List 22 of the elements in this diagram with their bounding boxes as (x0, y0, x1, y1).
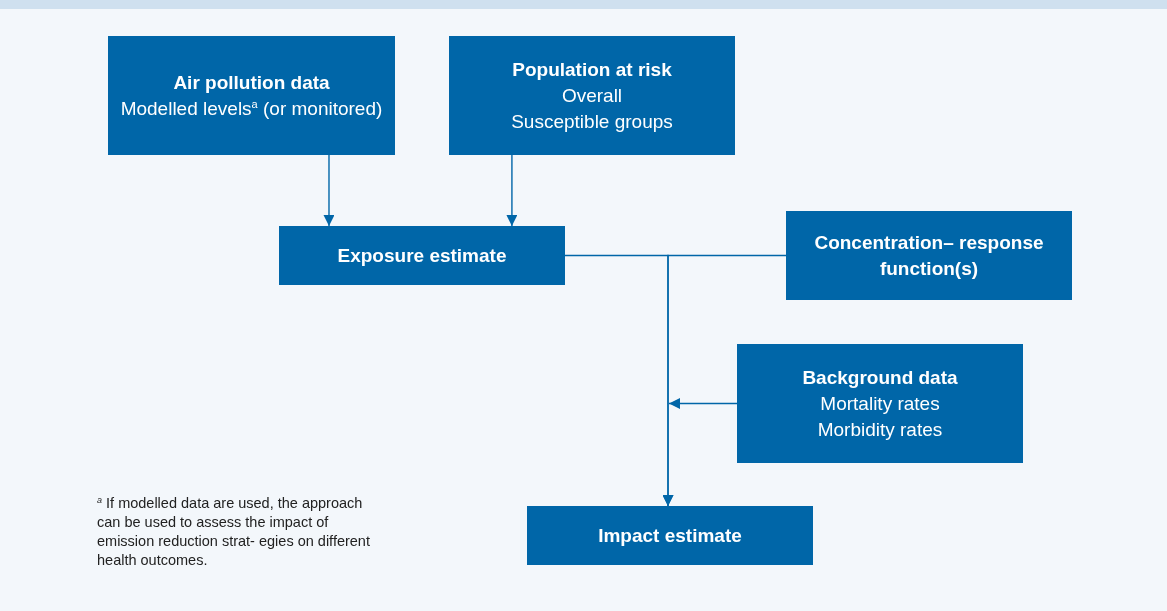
box-text: Overall (561, 83, 623, 108)
process-box (449, 36, 735, 155)
arrow (323, 154, 335, 227)
box-heading: Air pollution data (173, 70, 330, 95)
box-heading: Concentration– response function(s) (813, 230, 1045, 281)
box-heading: Background data (802, 365, 958, 390)
arrow (506, 154, 518, 227)
process-box (527, 506, 813, 565)
process-box (279, 226, 565, 285)
box-text: Morbidity rates (817, 417, 943, 442)
box-text: Susceptible groups (511, 109, 673, 134)
process-box (786, 211, 1072, 300)
box-text: Modelled levels$^{a}$ (or monitored) (120, 96, 383, 121)
box-heading: Impact estimate (598, 523, 742, 548)
process-box (108, 36, 395, 155)
footnote: $^{a}$ If modelled data are used, the approach can be used to assess the impact of emission reduction strat- egies on different health outcomes. (97, 494, 371, 570)
process-box (737, 344, 1023, 463)
box-text: Mortality rates (820, 391, 940, 416)
arrow (668, 398, 738, 409)
box-heading: Population at risk (512, 57, 672, 82)
box-heading: Exposure estimate (337, 243, 507, 268)
arrow (662, 254, 787, 507)
